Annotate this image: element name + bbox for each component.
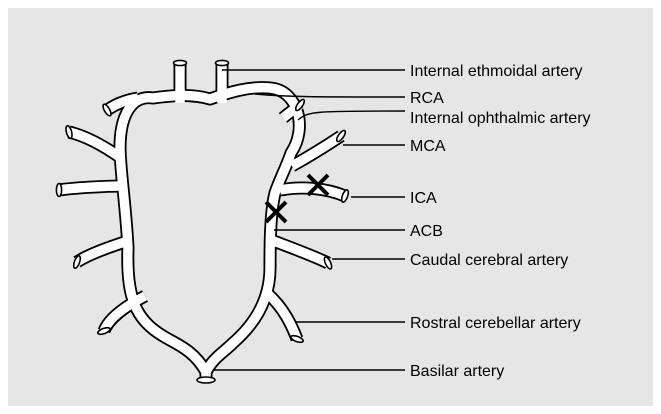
- leader-internal-ophthalmic: [298, 111, 405, 120]
- label-rostral-cerebellar-artery: Rostral cerebellar artery: [410, 315, 581, 332]
- left-2-end-cap: [56, 184, 61, 197]
- basilar-end-cap: [197, 377, 215, 383]
- ethmoidal-right-end-cap: [216, 60, 229, 65]
- label-acb: ACB: [410, 223, 443, 240]
- branch-left-2: [59, 186, 124, 190]
- main-arterial-ring: [120, 88, 299, 372]
- vessel-end-caps: [56, 60, 349, 383]
- label-internal-ethmoidal-artery: Internal ethmoidal artery: [410, 63, 583, 80]
- diagram-panel: Internal ethmoidal artery RCA Internal o…: [8, 8, 653, 406]
- ethmoidal-left-end-cap: [174, 60, 187, 65]
- label-mca: MCA: [410, 138, 446, 155]
- label-rca: RCA: [410, 90, 444, 107]
- arterial-circle-diagram: Internal ethmoidal artery RCA Internal o…: [8, 8, 653, 406]
- label-caudal-cerebral-artery: Caudal cerebral artery: [410, 252, 568, 269]
- label-internal-ophthalmic-artery: Internal ophthalmic artery: [410, 110, 591, 127]
- labels: Internal ethmoidal artery RCA Internal o…: [410, 63, 591, 380]
- label-ica: ICA: [410, 190, 437, 207]
- caudal-cerebral-branch: [271, 240, 328, 263]
- label-basilar-artery: Basilar artery: [410, 363, 504, 380]
